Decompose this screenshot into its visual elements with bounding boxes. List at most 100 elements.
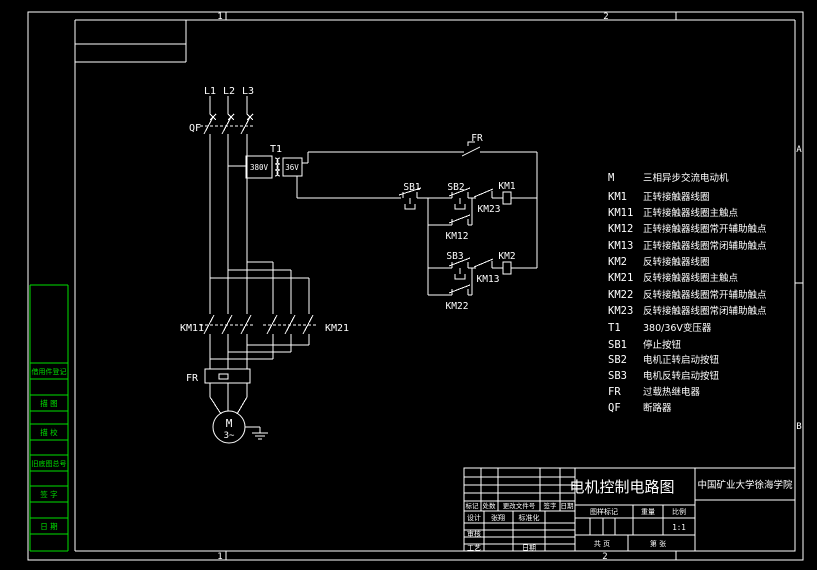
legend-symbol: M <box>608 172 614 184</box>
legend-desc: 正转接触器线圈主触点 <box>643 207 739 219</box>
rev-header-file-no: 更改文件号 <box>503 501 536 510</box>
legend-desc: 三相异步交流电动机 <box>643 172 729 184</box>
margin-label-old-drawing-no: 旧底图总号 <box>32 459 67 468</box>
legend-desc: 反转接触器线圈 <box>643 256 710 268</box>
process-label: 工艺 <box>467 544 481 552</box>
power-circuit: L1 L2 L3 QF T1 380V 36V <box>180 86 349 444</box>
phase-l1-label: L1 <box>204 86 216 97</box>
km12-contact-symbol <box>428 198 473 226</box>
weight-label: 重量 <box>641 508 655 516</box>
margin-table: 借用件登记 描 图 描 校 旧底图总号 签 字 日 期 <box>29 284 69 552</box>
fr-contact-symbol <box>461 141 537 157</box>
km2-coil-symbol <box>502 261 512 275</box>
legend-desc: 过载热继电器 <box>643 386 701 398</box>
process-date-label: 日期 <box>522 544 536 552</box>
organization-name: 中国矿业大学徐海学院 <box>697 479 793 491</box>
km22-contact-symbol <box>428 268 473 296</box>
km22-label: KM22 <box>446 301 469 312</box>
km2-label: KM2 <box>498 251 515 262</box>
sb3-label: SB3 <box>446 251 463 262</box>
legend-desc: 正转接触器线圈 <box>643 191 710 203</box>
legend-symbol: KM13 <box>608 240 633 252</box>
legend-desc: 反转接触器线圈主触点 <box>643 272 739 284</box>
phase-l3-label: L3 <box>242 86 254 97</box>
legend-desc: 停止按钮 <box>643 339 682 351</box>
sb2-label: SB2 <box>447 182 464 193</box>
ground-symbol <box>245 426 268 440</box>
km1-coil-symbol <box>502 191 512 205</box>
t1-secondary-voltage: 36V <box>285 163 299 172</box>
legend-symbol: SB3 <box>608 370 627 382</box>
legend-symbol: KM12 <box>608 223 633 235</box>
legend-symbol: SB1 <box>608 339 627 351</box>
t1-primary-voltage: 380V <box>250 163 269 172</box>
component-legend: M 三相异步交流电动机 KM1 正转接触器线圈 KM11 正转接触器线圈主触点 … <box>608 172 767 414</box>
standardization-label: 标准化 <box>519 513 540 522</box>
margin-label-trace-check: 描 校 <box>40 427 58 437</box>
design-label: 设计 <box>467 513 481 522</box>
contactor-crossover-wiring <box>210 261 310 314</box>
sb1-label: SB1 <box>403 182 420 193</box>
legend-symbol: KM23 <box>608 305 633 317</box>
margin-label-borrowed-parts: 借用件登记 <box>32 367 67 376</box>
sb2-button-symbol <box>448 187 476 210</box>
legend-desc: 电机正转启动按钮 <box>643 354 720 366</box>
km13-contact-symbol <box>473 258 503 269</box>
fr-thermal-element-symbol <box>204 368 251 384</box>
qf-breaker-symbol <box>200 113 255 135</box>
km13-label: KM13 <box>477 274 500 285</box>
legend-desc: 电机反转启动按钮 <box>643 370 720 382</box>
km11-main-contacts <box>200 314 255 335</box>
designer-name: 张翔 <box>491 513 505 522</box>
sb1-button-symbol <box>398 187 452 210</box>
rev-header-count: 处数 <box>483 501 497 510</box>
rev-header-date: 日期 <box>561 502 575 510</box>
margin-label-tracing: 描 图 <box>40 398 57 408</box>
frame-zone-labels: 1 2 1 2 A B <box>217 12 802 562</box>
t1-label: T1 <box>270 144 282 155</box>
zone-top-right: 2 <box>603 12 608 22</box>
phase-l2-label: L2 <box>223 86 235 97</box>
qf-label: QF <box>189 123 201 134</box>
legend-symbol: KM2 <box>608 256 627 268</box>
legend-symbol: KM21 <box>608 272 633 284</box>
fr-element-label: FR <box>186 373 199 384</box>
audit-label: 审核 <box>467 529 481 538</box>
legend-desc: 断路器 <box>643 402 672 414</box>
legend-desc: 反转接触器线圈常开辅助触点 <box>643 289 767 301</box>
scale-value: 1:1 <box>672 523 686 532</box>
km21-main-contacts <box>263 314 317 335</box>
zone-bottom-left: 1 <box>217 552 222 562</box>
control-circuit: FR SB1 SB2 KM23 KM1 <box>296 133 538 312</box>
legend-desc: 反转接触器线圈常闭辅助触点 <box>643 305 767 317</box>
legend-desc: 正转接触器线圈常开辅助触点 <box>643 223 767 235</box>
t1-transformer-symbol <box>228 155 303 179</box>
zone-right-upper: A <box>796 145 802 155</box>
legend-desc: 380/36V变压器 <box>643 322 712 334</box>
rev-header-sign: 签字 <box>544 501 558 510</box>
drawing-title: 电机控制电路图 <box>569 478 674 496</box>
contactor-output-wiring <box>209 334 310 369</box>
km21-label: KM21 <box>325 323 349 334</box>
legend-symbol: KM22 <box>608 289 633 301</box>
sheet-no-label: 第 张 <box>650 539 666 548</box>
margin-label-signature: 签 字 <box>40 489 57 499</box>
zone-bottom-right: 2 <box>602 552 607 562</box>
km23-contact-symbol <box>473 188 503 199</box>
legend-symbol: KM1 <box>608 191 627 203</box>
stamp-label: 图样标记 <box>590 507 618 516</box>
km23-label: KM23 <box>478 204 501 215</box>
rev-header-mark: 标记 <box>466 501 480 510</box>
fr-contact-label: FR <box>471 133 483 144</box>
legend-symbol: SB2 <box>608 354 627 366</box>
total-pages-label: 共 页 <box>594 539 610 548</box>
legend-symbol: FR <box>608 386 621 398</box>
sb3-button-symbol <box>428 257 476 280</box>
margin-label-date: 日 期 <box>40 522 57 531</box>
legend-symbol: KM11 <box>608 207 633 219</box>
zone-top-left: 1 <box>217 12 222 22</box>
title-block: 电机控制电路图 中国矿业大学徐海学院 标记 处数 更改文件号 签字 日期 设计 … <box>463 467 796 552</box>
motor-phase: 3~ <box>224 431 235 441</box>
drawing-frame <box>27 11 804 561</box>
